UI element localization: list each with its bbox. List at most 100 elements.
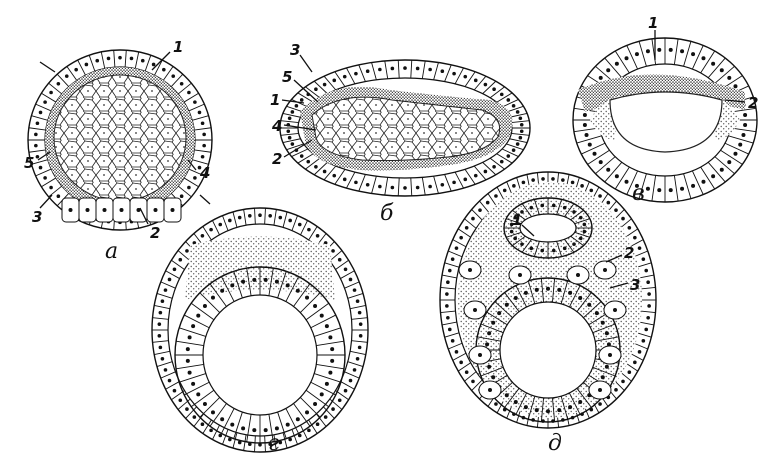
panel-b-ring-nucleus: [500, 93, 504, 97]
panel-d-tube-cell-wall: [316, 364, 344, 368]
panel-b-ring-nucleus: [332, 79, 336, 83]
panel-b-ring-nucleus: [520, 129, 524, 133]
panel-e-gut-nucleus: [524, 405, 528, 409]
panel-e-marker-2: 2: [624, 244, 634, 262]
panel-e-ring-nucleus: [633, 361, 637, 365]
panel-d-tube-nucleus: [220, 417, 224, 421]
panel-a-ring-nucleus: [187, 91, 191, 95]
panel-a-marker-2: 2: [150, 224, 160, 242]
panel-a-ring-nucleus: [202, 144, 206, 148]
panel-b-ring-cell-wall: [511, 133, 529, 135]
panel-e-ring-nucleus: [445, 292, 449, 296]
panel-c-ring-nucleus: [680, 49, 684, 53]
panel-c-ring-nucleus: [625, 56, 629, 60]
panel-b-ring-nucleus: [452, 181, 456, 185]
panel-a-ring-nucleus: [39, 166, 43, 170]
panel-b-ring-cell-wall: [411, 178, 412, 196]
panel-b-ring-cell-wall: [398, 178, 399, 196]
panel-b-ring-cell-wall: [474, 166, 486, 180]
panel-b-ring-nucleus: [391, 186, 395, 190]
panel-d-tube-cell-wall: [234, 412, 243, 439]
panel-a-ring-cell-wall: [192, 116, 208, 121]
panel-e-neural-nucleus: [520, 242, 524, 246]
panel-c-ring-nucleus: [691, 184, 695, 188]
panel-c-ring-nucleus: [669, 188, 673, 192]
panel-d-ring-cell-wall: [161, 372, 176, 378]
panel-d-ring-nucleus: [353, 368, 357, 372]
panel-b-ring-cell-wall: [509, 139, 527, 143]
panel-d-ring-nucleus: [353, 288, 357, 292]
panel-a-large-cell-nucleus: [86, 208, 90, 212]
panel-b-marker-2: 2: [272, 150, 282, 168]
panel-e-gut-nucleus: [497, 311, 501, 315]
panel-a-ring-cell-wall: [29, 128, 46, 130]
panel-e-ring-nucleus: [455, 350, 459, 354]
panel-e-neural-nucleus: [563, 247, 567, 251]
panel-d-ring-cell-wall: [348, 362, 363, 367]
panel-b: [280, 60, 530, 196]
panel-b-ring-cell-wall: [411, 60, 412, 78]
panel-c-ring-nucleus: [585, 133, 589, 137]
panel-e-neural-nucleus: [510, 230, 514, 234]
panel-d-ring-nucleus: [218, 223, 222, 227]
panel-d-tube-cell-wall: [200, 293, 220, 313]
panel-e-ring-cell-wall: [641, 287, 656, 288]
panel-e-ring-nucleus: [642, 339, 646, 343]
panel-a-ring-nucleus: [198, 111, 202, 115]
panel-d-tube-nucleus: [313, 304, 317, 308]
panel-a-ring-nucleus: [130, 57, 134, 61]
panel-d-tube-nucleus: [241, 426, 245, 430]
panel-e-gut-nucleus: [557, 288, 561, 292]
panel-e-ring-nucleus: [628, 226, 632, 230]
panel-d-ring-nucleus: [178, 398, 182, 402]
panel-d-ring-cell-wall: [233, 212, 237, 227]
panel-c-ring-nucleus: [741, 133, 745, 137]
panel-e-ring-nucleus: [580, 184, 584, 188]
panel-d-ring-cell-wall: [348, 293, 363, 298]
panel-d-tube-nucleus: [328, 371, 332, 375]
panel-d-tube-cell-wall: [294, 404, 310, 427]
panel-a-ring-nucleus: [193, 176, 197, 180]
panel-b-ring-nucleus: [323, 170, 327, 174]
panel-c-ring-cell-wall: [715, 157, 735, 174]
panel-e-ring-cell-wall: [453, 353, 466, 360]
panel-d-ring-cell-wall: [154, 351, 170, 354]
panel-b-ring-cell-wall: [502, 149, 518, 157]
panel-c-ring-cell-wall: [595, 157, 615, 174]
panel-e-ring-nucleus: [446, 316, 450, 320]
panel-c-ring-nucleus: [588, 143, 592, 147]
panel-c-ring-cell-wall: [728, 136, 753, 143]
panel-c-ring-cell-wall: [684, 174, 691, 199]
panel-e-ring-nucleus: [638, 350, 642, 354]
panel-d-ring-nucleus: [358, 346, 362, 350]
panel-d-tube-nucleus: [186, 359, 190, 363]
panel-e-ring-nucleus: [445, 304, 449, 308]
panel-a-ring-nucleus: [34, 133, 38, 137]
panel-d-ring-cell-wall: [166, 381, 180, 389]
panel-c-ring-nucleus: [680, 187, 684, 191]
panel-e-ring-nucleus: [471, 380, 475, 384]
panel-d-ring-nucleus: [201, 234, 205, 238]
panel-d-ring-nucleus: [168, 379, 172, 383]
panel-d-tube-nucleus: [328, 335, 332, 339]
panel-d-ring-nucleus: [307, 429, 311, 433]
panel-d-tube-nucleus: [188, 335, 192, 339]
panel-b-ring-cell-wall: [455, 68, 463, 84]
panel-e-mesenchyme-nucleus: [613, 308, 617, 312]
panel-e-marker-3: 3: [630, 276, 640, 294]
panel-d-tube-nucleus: [191, 382, 195, 386]
panel-e-ring-nucleus: [455, 246, 459, 250]
panel-b-ring-nucleus: [343, 178, 347, 182]
panel-d-tube-cell-wall: [191, 303, 214, 319]
panel-e-gut-nucleus: [487, 365, 491, 369]
panel-e-ring-cell-wall: [453, 240, 466, 247]
panel-e-neural-nucleus: [572, 242, 576, 246]
panel-e-ring-nucleus: [647, 292, 651, 296]
panel-d-tube-nucleus: [252, 278, 256, 282]
panel-d-tube-nucleus: [211, 410, 215, 414]
panel-e-gut-nucleus: [491, 321, 495, 325]
panel-b-ring-cell-wall: [324, 76, 336, 90]
panel-d-ring-nucleus: [307, 228, 311, 232]
panel-b-ring-nucleus: [516, 110, 520, 114]
panel-d-tube-cell-wall: [300, 397, 320, 417]
